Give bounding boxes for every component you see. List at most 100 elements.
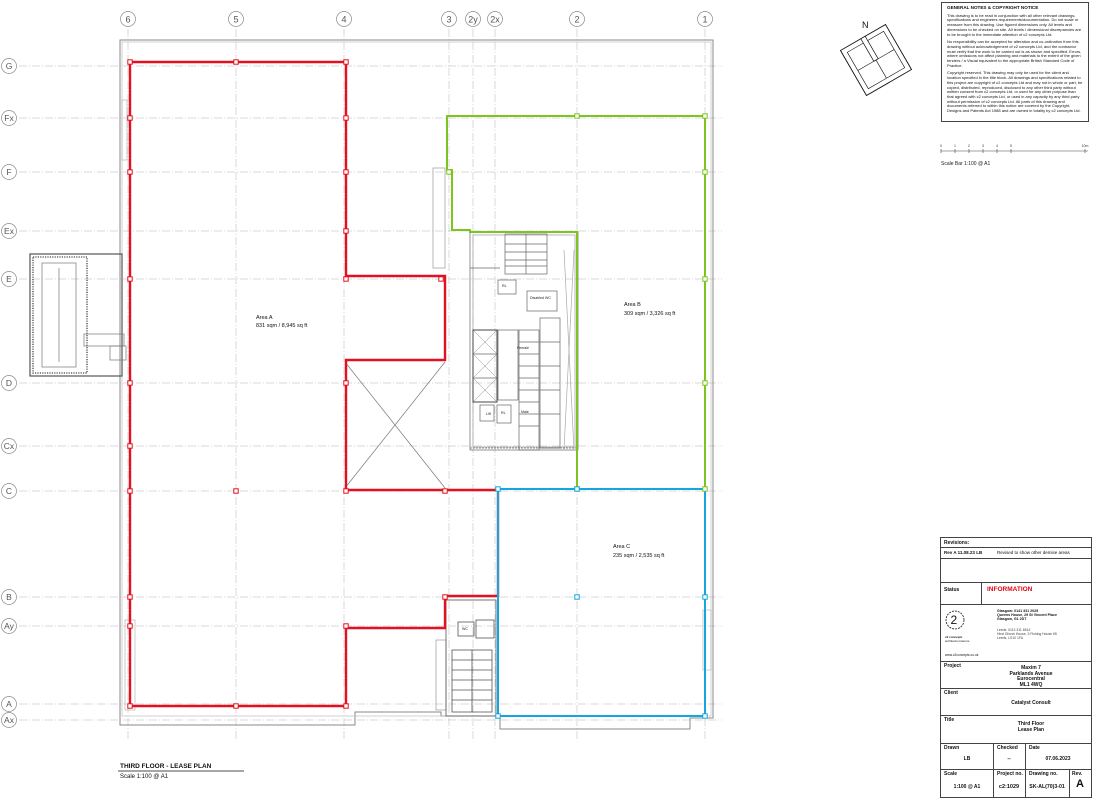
column-marker: [343, 380, 349, 386]
svg-text:309 sqm / 3,326 sq ft: 309 sqm / 3,326 sq ft: [624, 311, 676, 317]
column-marker: [343, 228, 349, 234]
grid-column-label: 2y: [468, 15, 478, 25]
scale-tick-label: 0: [940, 144, 942, 148]
grid-row-bubble: [1, 110, 17, 126]
column-marker: [233, 703, 239, 709]
title-label: Title: [944, 717, 955, 723]
company-web: www.c2concepts.co.uk: [945, 653, 979, 657]
grid-row-label: Cx: [4, 441, 15, 451]
column-marker: [702, 276, 708, 282]
svg-text:2: 2: [951, 613, 958, 627]
grid-column-label: 2x: [490, 15, 500, 25]
column-marker: [127, 594, 133, 600]
svg-text:Scale Bar 1:100 @ A1: Scale Bar 1:100 @ A1: [941, 161, 990, 167]
grid-column-bubble: [120, 11, 136, 27]
area-a-boundary[interactable]: [128, 60, 500, 708]
company-logo: 2: [945, 609, 965, 635]
grid-column-label: 1: [702, 15, 707, 25]
revisions-label: Revisions:: [944, 540, 970, 546]
project-number: c2:1029: [998, 784, 1020, 790]
grid-column-bubble: [487, 11, 503, 27]
grid-row-bubble: [1, 58, 17, 74]
grid-row-bubble: [1, 696, 17, 712]
grid-row-bubble: [1, 375, 17, 391]
grid-column-bubble: [336, 11, 352, 27]
grid-row-bubble: [1, 271, 17, 287]
drawing-number: SK-AL(70)3-01: [1029, 784, 1065, 790]
svg-text:235 sqm / 2,535 sq ft: 235 sqm / 2,535 sq ft: [613, 553, 665, 559]
grid-row-label: F: [6, 167, 11, 177]
building-core: [469, 231, 579, 451]
column-marker: [233, 488, 239, 494]
svg-text:Lift: Lift: [486, 412, 491, 416]
scale-tick-label: 10m: [1082, 144, 1089, 148]
grid-row-label: E: [6, 274, 12, 284]
scale-tick-label: 4: [996, 144, 998, 148]
column-marker: [127, 703, 133, 709]
column-marker: [442, 594, 448, 600]
column-marker: [127, 169, 133, 175]
grid-row-label: Fx: [4, 113, 14, 123]
grid-row-label: Ay: [4, 621, 15, 631]
column-marker: [233, 59, 239, 65]
grid-column-label: 4: [341, 15, 346, 25]
atrium-void: [344, 361, 446, 489]
status-label: Status: [944, 587, 960, 593]
grid-column-bubble: [569, 11, 585, 27]
area-b-label: Area B 309 sqm / 3,326 sq ft: [624, 302, 676, 317]
column-marker: [574, 486, 580, 492]
area-c-boundary[interactable]: [497, 488, 706, 717]
svg-text:831 sqm / 8,945 sq ft: 831 sqm / 8,945 sq ft: [256, 323, 308, 329]
svg-text:Area A: Area A: [256, 315, 273, 321]
grid-row-label: Ax: [4, 715, 15, 725]
column-marker: [343, 276, 349, 282]
column-marker: [343, 488, 349, 494]
grid-column-label: 5: [233, 15, 238, 25]
svg-text:Male: Male: [521, 410, 529, 414]
scale-tick-label: 1: [954, 144, 956, 148]
svg-text:RL: RL: [501, 411, 506, 415]
svg-text:RL: RL: [502, 284, 507, 288]
column-marker: [127, 59, 133, 65]
column-marker: [343, 115, 349, 121]
notes-paragraph-3: Copyright reserved. This drawing may onl…: [947, 70, 1083, 114]
svg-text:WC: WC: [462, 627, 468, 631]
column-marker: [343, 623, 349, 629]
status-value: INFORMATION: [987, 586, 1033, 593]
client-name: Catalyst Consult: [1011, 700, 1051, 706]
column-marker: [438, 276, 444, 282]
notes-paragraph-2: No responsibility can be accepted for al…: [947, 39, 1082, 68]
grid-column-bubble: [697, 11, 713, 27]
area-c-label: Area C 235 sqm / 2,535 sq ft: [613, 544, 665, 559]
column-marker: [702, 713, 708, 719]
svg-text:Female: Female: [517, 346, 529, 350]
svg-text:Area C: Area C: [613, 544, 630, 550]
compass-label: N: [862, 20, 869, 30]
svg-text:Disabled WC: Disabled WC: [530, 296, 551, 300]
scale-tick-label: 3: [982, 144, 984, 148]
scale-tick-label: 5: [1010, 144, 1012, 148]
column-marker: [495, 486, 501, 492]
client-label: Client: [944, 690, 958, 696]
grid-column-label: 3: [446, 15, 451, 25]
column-marker: [127, 276, 133, 282]
grid-column-bubble: [465, 11, 481, 27]
bottom-stair-core: [445, 599, 497, 717]
drawing-date: 07.06.2023: [1045, 756, 1071, 762]
north-arrow: N: [839, 20, 913, 97]
column-markers: [127, 59, 708, 719]
column-marker: [127, 623, 133, 629]
column-marker: [702, 169, 708, 175]
plan-scale: Scale 1:100 @ A1: [120, 774, 169, 780]
column-marker: [127, 488, 133, 494]
office-glasgow: Glasgow: 0141 331 2029 Queens House, 29 …: [997, 609, 1058, 622]
column-marker: [446, 169, 452, 175]
area-a-label: Area A 831 sqm / 8,945 sq ft: [256, 315, 308, 329]
grid-row-label: G: [6, 61, 13, 71]
column-marker: [127, 380, 133, 386]
drawn-by: LB: [963, 756, 971, 762]
drawing-scale: 1:100 @ A1: [953, 784, 981, 790]
